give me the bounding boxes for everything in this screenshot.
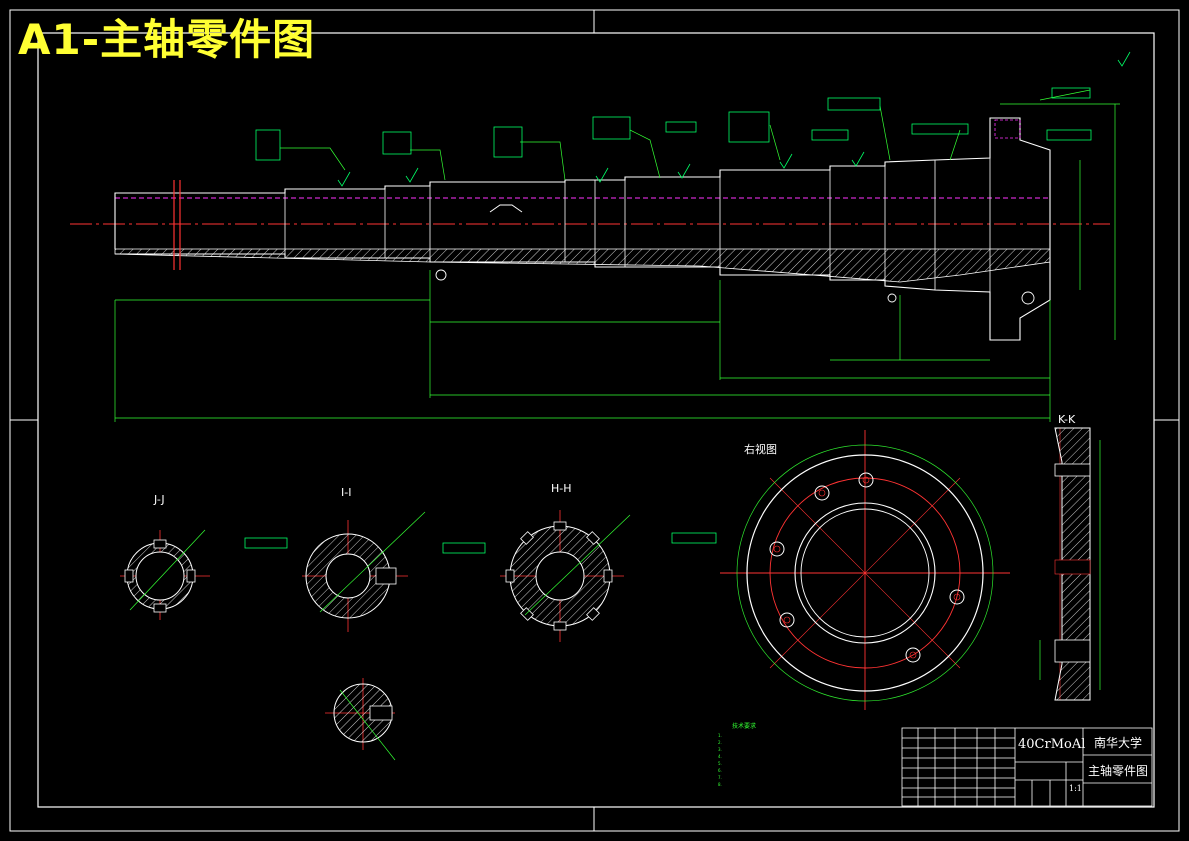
drawing-name: 主轴零件图 — [1088, 764, 1149, 778]
section-jj-label: J-J — [154, 493, 165, 506]
note-item: 7. — [718, 775, 722, 780]
section-kk — [1039, 427, 1101, 701]
technical-notes: 技术要求 1. 2. 3. 4. 5. 6. 7. 8. — [718, 723, 756, 788]
right-view-flange — [720, 430, 1010, 710]
drawing-frame — [9, 9, 1180, 832]
school-name: 南华大学 — [1094, 736, 1143, 750]
tolerance-frames — [255, 87, 1092, 161]
section-ii — [302, 511, 486, 632]
material-label: 40CrMoAl — [1018, 737, 1086, 752]
section-kk-label: K-K — [1058, 413, 1076, 426]
note-item: 2. — [718, 740, 722, 745]
keyway-slot — [489, 204, 523, 213]
note-item: 8. — [718, 782, 722, 787]
section-keyway — [325, 678, 396, 761]
section-jj — [120, 529, 288, 620]
right-view-label: 右视图 — [744, 443, 777, 456]
shaft-profile-top — [114, 117, 1051, 249]
shaft-main-view — [70, 117, 1110, 341]
note-item: 6. — [718, 768, 722, 773]
dimension-lines — [114, 89, 1120, 422]
section-hh — [500, 510, 717, 642]
title-block-grid — [901, 727, 1153, 807]
note-item: 5. — [718, 761, 722, 766]
technical-notes-heading: 技术要求 — [732, 723, 757, 730]
roughness-symbols — [337, 51, 1131, 187]
scale-value: 1:1 — [1069, 784, 1082, 793]
section-hh-label: H-H — [551, 482, 572, 495]
drawing-banner-title: A1-主轴零件图 — [18, 15, 316, 64]
note-item: 1. — [718, 733, 722, 738]
section-ii-label: I-I — [341, 486, 352, 499]
note-item: 4. — [718, 754, 722, 759]
note-item: 3. — [718, 747, 722, 752]
